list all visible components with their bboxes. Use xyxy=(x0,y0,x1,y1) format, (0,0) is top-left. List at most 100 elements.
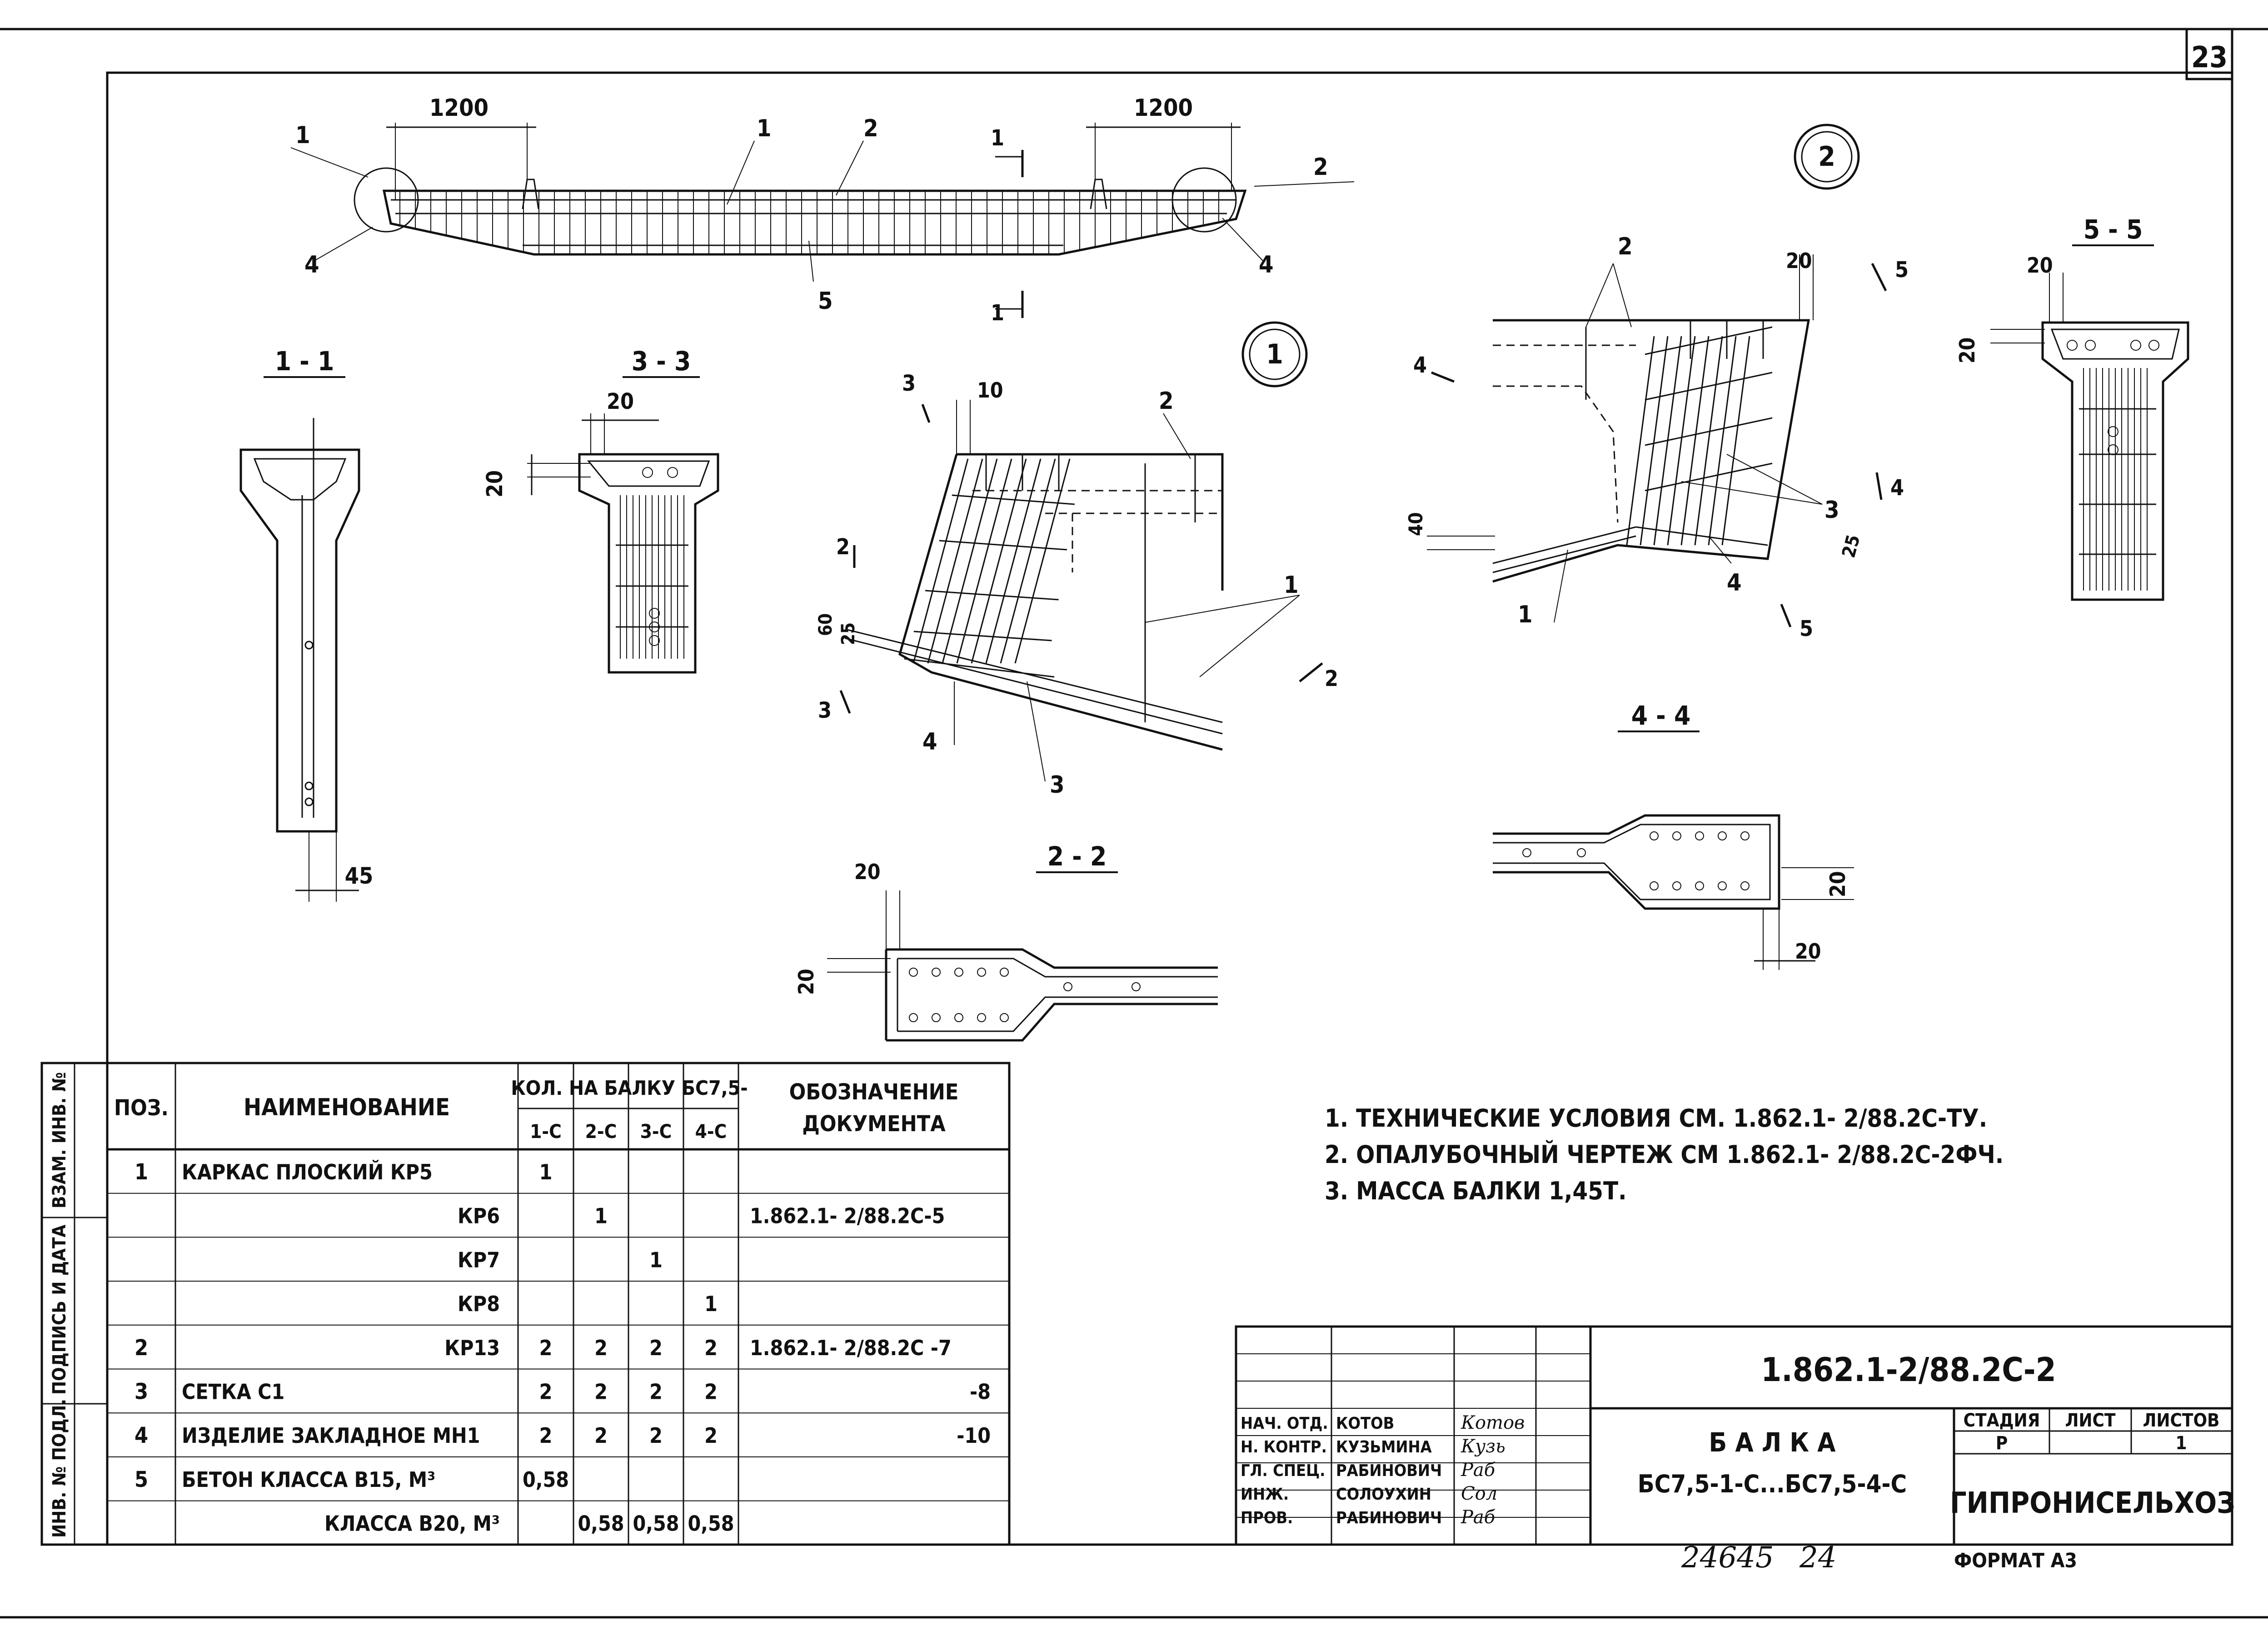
spec-name: КЛАССА В20, М³ xyxy=(324,1511,500,1536)
s44-dim-side: 20 xyxy=(1825,871,1850,897)
title-sheet-header: ЛИСТ xyxy=(2065,1410,2116,1431)
stamp-replace-label: ВЗАМ. ИНВ. № xyxy=(49,1072,70,1208)
beam-elevation: 1200 1200 1 1 2 2 4 4 5 1 1 xyxy=(290,94,1355,326)
title-person-role: ПРОВ. xyxy=(1241,1509,1293,1527)
lifting-loop-left xyxy=(522,179,539,209)
elev-cut-1-top: 1 xyxy=(991,125,1004,151)
detail-2-marker xyxy=(1794,124,1860,190)
d2-callout-3: 3 xyxy=(1824,497,1839,524)
section-5-5-outline xyxy=(2041,321,2189,601)
beam-outline xyxy=(382,189,1247,256)
elev-cut-1-bottom: 1 xyxy=(991,300,1004,326)
spec-name: БЕТОН КЛАССА В15, М³ xyxy=(182,1467,435,1492)
d2-cut-5-bottom: 5 xyxy=(1799,616,1813,641)
detail-2: 2 20 40 25 2 5 4 3 4 1 4 5 xyxy=(1405,124,1909,641)
s55-dim-top: 20 xyxy=(2027,253,2053,278)
detail-1: 1 10 60 25 3 2 2 1 3 4 3 2 xyxy=(815,321,1338,799)
title-person-signature: Сол xyxy=(1461,1483,1497,1504)
spec-qty-col-1: 1-С xyxy=(530,1120,562,1143)
section-5-5-bars xyxy=(2067,340,2159,591)
page-number: 23 xyxy=(2191,41,2228,75)
d2-dim-40: 40 xyxy=(1405,512,1427,536)
stamp-inv-label: ИНВ. № ПОДЛ. xyxy=(49,1399,70,1538)
s44-dim-bottom: 20 xyxy=(1795,939,1821,964)
detail-circle-right xyxy=(1171,167,1237,233)
spec-pos: 3 xyxy=(135,1379,148,1405)
note-3: 3. МАССА БАЛКИ 1,45Т. xyxy=(1325,1177,1627,1205)
title-sheets-header: ЛИСТОВ xyxy=(2143,1410,2220,1431)
spec-qty: 2 xyxy=(594,1380,608,1404)
section-1-1: 1 - 1 45 xyxy=(239,346,373,902)
spec-qty: 1 xyxy=(594,1204,608,1228)
d2-cut-5-top: 5 xyxy=(1895,257,1909,283)
section-3-3-outline xyxy=(578,453,719,674)
detail-2-cage xyxy=(1626,320,1773,546)
spec-name: СЕТКА С1 xyxy=(182,1380,284,1404)
s55-dim-side: 20 xyxy=(1955,337,1979,363)
title-person-role: ИНЖ. xyxy=(1241,1485,1289,1504)
spec-header-doc-2: ДОКУМЕНТА xyxy=(802,1111,946,1137)
section-4-4: 4 - 4 20 20 xyxy=(1493,700,1854,970)
section-2-2-bars xyxy=(909,968,1141,1022)
detail-2-number: 2 xyxy=(1818,141,1835,173)
spec-qty: 0,58 xyxy=(633,1511,679,1536)
elev-callout-2-right: 2 xyxy=(1313,154,1328,181)
s33-dim-side: 20 xyxy=(482,470,508,497)
spec-doc: -8 xyxy=(970,1380,991,1404)
note-1: 1. ТЕХНИЧЕСКИЕ УСЛОВИЯ СМ. 1.862.1- 2/88… xyxy=(1325,1104,1987,1133)
title-person-signature: Кузь xyxy=(1460,1436,1505,1457)
title-person-role: НАЧ. ОТД. xyxy=(1241,1414,1328,1433)
spec-qty: 0,58 xyxy=(688,1511,734,1536)
d1-callout-3: 3 xyxy=(1050,771,1065,799)
section-4-4-bars xyxy=(1522,831,1750,890)
d2-dim-25: 25 xyxy=(1838,532,1864,560)
drawing-frame xyxy=(106,71,2233,1546)
d2-callout-4: 4 xyxy=(1727,569,1742,596)
spec-qty: 2 xyxy=(594,1336,608,1360)
title-person-name: КУЗЬМИНА xyxy=(1336,1438,1432,1456)
d2-cut-4-left: 4 xyxy=(1413,353,1427,378)
title-person-name: РАБИНОВИЧ xyxy=(1336,1461,1442,1480)
title-stage-header: СТАДИЯ xyxy=(1964,1410,2040,1431)
spec-doc: -10 xyxy=(957,1423,991,1448)
inventory-number: 24645 xyxy=(1681,1541,1774,1575)
spec-doc: 1.862.1- 2/88.2С -7 xyxy=(750,1336,952,1360)
detail-1-marker xyxy=(1241,321,1308,388)
spec-header-pos: ПОЗ. xyxy=(114,1095,169,1121)
title-stage: Р xyxy=(1996,1433,2008,1454)
title-person-signature: Раб xyxy=(1460,1507,1495,1528)
section-2-2: 2 - 2 20 20 xyxy=(794,841,1218,1042)
elev-callout-1-left: 1 xyxy=(295,122,310,149)
s22-dim-top: 20 xyxy=(854,860,881,884)
d1-dim-60: 60 xyxy=(815,613,836,636)
spec-qty: 2 xyxy=(704,1423,718,1448)
section-5-5: 5 - 5 20 20 xyxy=(1955,214,2189,601)
spec-qty-col-3: 3-С xyxy=(640,1120,672,1143)
spec-header-doc-1: ОБОЗНАЧЕНИЕ xyxy=(789,1079,959,1105)
title-person-role: Н. КОНТР. xyxy=(1241,1438,1327,1456)
d1-callout-1: 1 xyxy=(1284,572,1299,599)
section-5-5-title: 5 - 5 xyxy=(2084,214,2143,245)
title-person-role: ГЛ. СПЕЦ. xyxy=(1241,1461,1325,1480)
title-marks: БС7,5-1-С...БС7,5-4-С xyxy=(1638,1470,1907,1498)
spec-qty: 2 xyxy=(649,1423,663,1448)
elev-callout-4-left: 4 xyxy=(304,251,319,278)
d2-dim-20: 20 xyxy=(1786,248,1812,273)
section-1-1-title: 1 - 1 xyxy=(275,346,334,377)
spec-qty: 2 xyxy=(649,1336,663,1360)
detail-2-end-outline xyxy=(1492,319,1810,583)
spec-pos: 4 xyxy=(135,1423,148,1448)
general-notes: 1. ТЕХНИЧЕСКИЕ УСЛОВИЯ СМ. 1.862.1- 2/88… xyxy=(1325,1104,2004,1205)
spec-name: КР13 xyxy=(444,1336,500,1360)
d1-callout-4: 4 xyxy=(922,728,937,755)
spec-qty: 1 xyxy=(649,1247,663,1272)
